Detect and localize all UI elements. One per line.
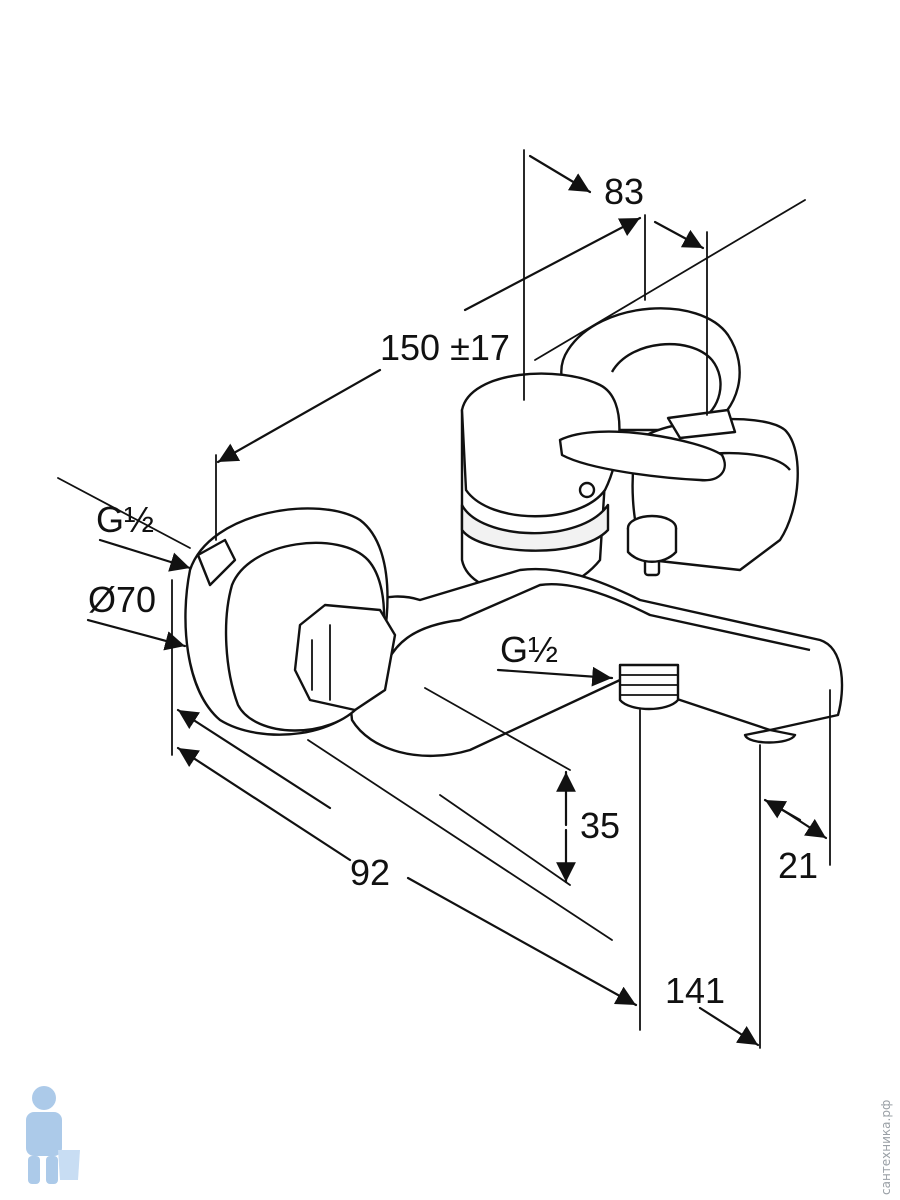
plumber-mascot-icon	[26, 1086, 80, 1184]
g12-outlet-leader	[496, 666, 614, 687]
dim-141-arrow-far	[698, 1006, 760, 1047]
mixer-body	[184, 307, 844, 758]
inlet-stub	[196, 538, 237, 587]
lever-hinge	[666, 408, 737, 440]
dim-141-label: 141	[665, 970, 725, 1011]
thread-outlet-label: G½	[500, 629, 558, 670]
body-ring	[460, 503, 610, 552]
handle-lever	[558, 430, 726, 482]
dim-83-label: 83	[604, 171, 644, 212]
g12-left-leader	[98, 538, 192, 572]
dim-92-arrow-left	[176, 708, 332, 810]
spout-top-edge	[378, 583, 811, 691]
ext-line-35-top	[424, 687, 571, 771]
outlet-thread	[618, 663, 680, 711]
rosette-diameter-label: Ø70	[88, 579, 156, 620]
ext-line-35-bottom	[439, 794, 571, 886]
dimension-labels: 83 150 ±17 G½ Ø70 G½ 35 92 141 21	[88, 171, 818, 1011]
dim-21-label: 21	[778, 845, 818, 886]
rear-rosette-inner	[610, 342, 722, 422]
dim-21-arrow-left	[763, 798, 802, 822]
d70-leader	[86, 618, 187, 651]
nut-facets	[311, 624, 331, 701]
diverter-knob	[626, 528, 678, 563]
dim-150-arrow-left	[216, 368, 382, 464]
dim-83-arrow-left	[528, 154, 592, 194]
spout-outlet	[743, 728, 797, 744]
dim-150-label: 150 ±17	[380, 327, 510, 368]
g12-left-guide	[57, 477, 191, 549]
set-screw	[578, 481, 596, 499]
dim-141-arrow-right	[406, 876, 638, 1007]
thread-left-label: G½	[96, 499, 154, 540]
watermark-text: сантехника.рф	[879, 1100, 893, 1195]
dimension-lines	[57, 149, 831, 1049]
ext-line-92	[307, 739, 613, 941]
dim-150-arrow-right	[463, 216, 642, 312]
dim-83-arrow-right	[653, 220, 705, 250]
hex-nut	[293, 603, 397, 712]
ext-line-150-right	[534, 199, 806, 361]
dim-92-label: 92	[350, 852, 390, 893]
dim-35-label: 35	[580, 805, 620, 846]
dim-141-arrow-left	[176, 746, 352, 862]
